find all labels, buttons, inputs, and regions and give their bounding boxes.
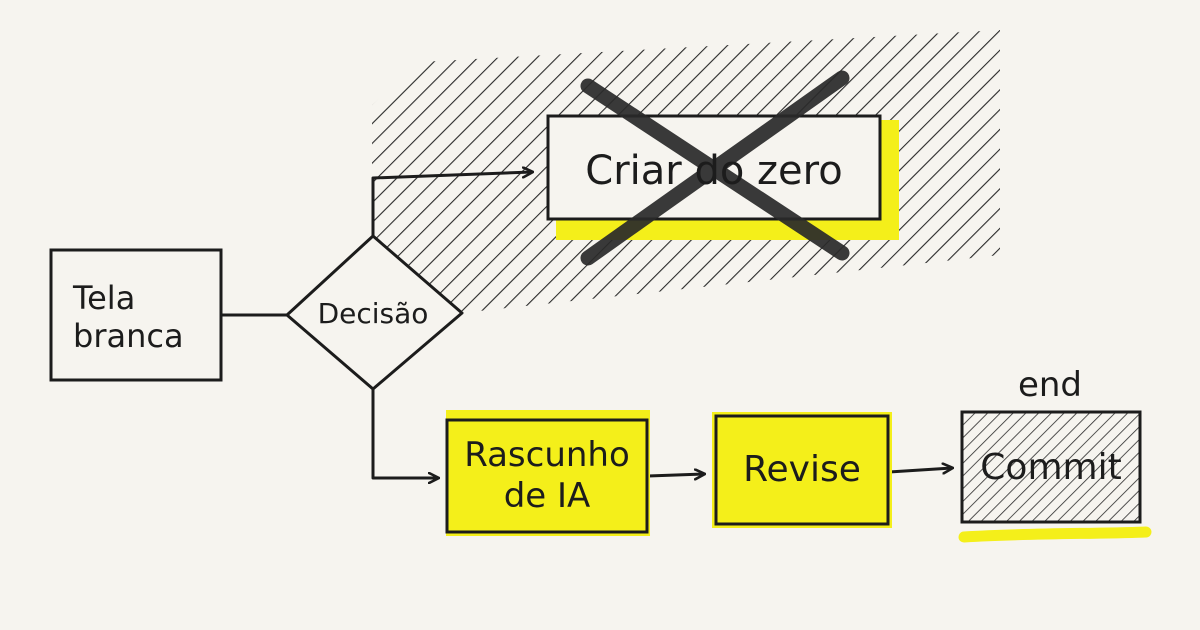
node-label-create-from-scratch: Criar do zero [585,148,843,194]
connector-ai-draft-to-revise [646,474,704,476]
commit-underline-highlight [958,526,1152,543]
decision-diamond [285,234,464,391]
node-label-commit: Commit [980,447,1122,489]
node-label-revise: Revise [743,449,861,491]
connector-decision-to-ai-draft [371,388,438,478]
revise-highlight [712,412,892,528]
node-box-ai-draft [445,418,649,534]
node-box-blank-screen [49,248,223,382]
node-label-ai-draft: Rascunho de IA [464,435,630,516]
node-box-commit [960,410,1142,524]
end-label: end [1017,364,1083,405]
connector-decision-to-create [371,172,532,240]
node-label-decision: Decisão [317,297,429,331]
rejected-cross-mark [580,70,850,266]
node-box-revise [714,414,890,526]
node-label-blank-screen: Tela branca [73,278,184,355]
connector-revise-to-commit [887,468,952,472]
ai-draft-highlight [446,410,650,536]
